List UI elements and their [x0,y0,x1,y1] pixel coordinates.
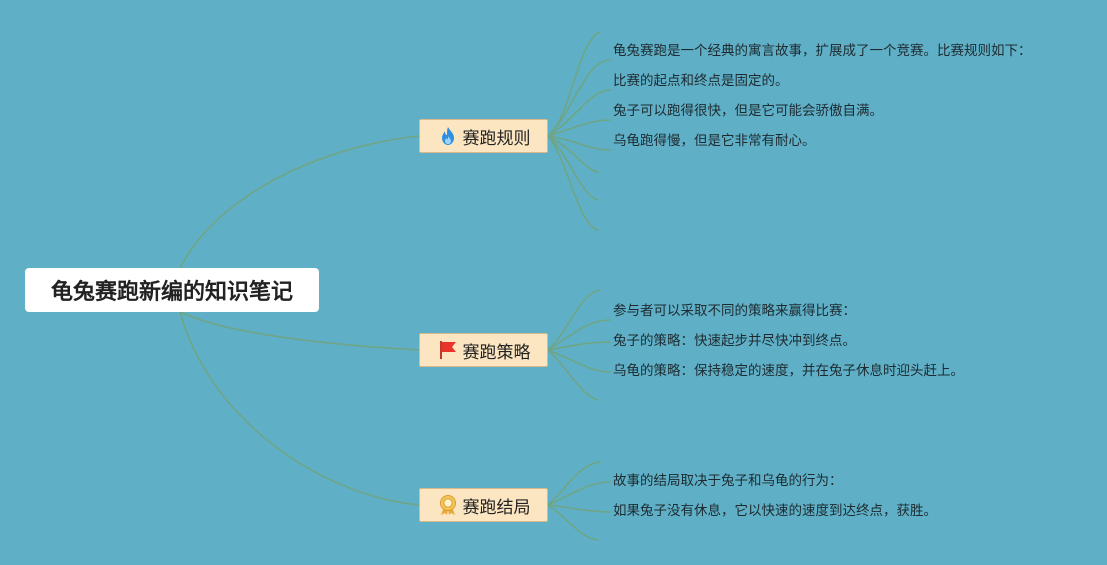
root-to-ending-connector [179,311,420,506]
rules-item-4[interactable]: 乌龟跑得慢，但是它非常有耐心。 [613,133,816,149]
branch-ending-label: 赛跑结局 [462,497,531,518]
branch-strategy-label: 赛跑策略 [462,342,531,363]
strategy-item-1[interactable]: 参与者可以采取不同的策略来赢得比赛： [613,303,856,319]
ending-fan-4 [547,504,599,541]
rules-fan-6 [547,135,599,173]
root-to-strategy-connector [179,311,420,351]
strategy-fan-1 [547,289,601,351]
root-topic-title: 龟兔赛跑新编的知识笔记 [50,280,293,305]
ending-fan-2 [547,481,611,506]
rules-item-1[interactable]: 龟兔赛跑是一个经典的寓言故事，扩展成了一个竞赛。比赛规则如下： [613,43,1032,59]
strategy-fan-2 [547,319,611,351]
root-topic[interactable]: 龟兔赛跑新编的知识笔记 [25,268,319,312]
strategy-item-3[interactable]: 乌龟的策略：保持稳定的速度，并在兔子休息时迎头赶上。 [613,363,964,379]
rules-fan-2 [547,59,611,137]
rules-fan-7 [547,135,599,201]
ending-fan-1 [547,461,601,506]
rules-item-2[interactable]: 比赛的起点和终点是固定的。 [613,73,789,89]
rules-fan-1 [547,31,601,137]
strategy-fan-5 [547,349,599,401]
strategy-fan-4 [547,349,611,373]
strategy-fan-3 [547,341,611,351]
rules-fan-3 [547,89,611,137]
flame-icon [437,125,459,147]
ending-item-2[interactable]: 如果兔子没有休息，它以快速的速度到达终点，获胜。 [613,503,937,519]
ending-fan-3 [547,504,611,513]
rules-fan-4 [547,119,611,137]
branch-rules-label: 赛跑规则 [462,128,531,149]
rules-fan-8 [547,135,599,231]
award-medal-icon [437,494,459,516]
rules-fan-5 [547,135,611,151]
branch-ending[interactable]: 赛跑结局 [419,488,548,522]
rules-item-3[interactable]: 兔子可以跑得很快，但是它可能会骄傲自满。 [613,103,883,119]
red-flag-icon [437,339,459,361]
ending-item-1[interactable]: 故事的结局取决于兔子和乌龟的行为： [613,473,843,489]
strategy-item-2[interactable]: 兔子的策略：快速起步并尽快冲到终点。 [613,333,856,349]
branch-rules[interactable]: 赛跑规则 [419,119,548,153]
branch-strategy[interactable]: 赛跑策略 [419,333,548,367]
root-to-rules-connector [179,135,420,269]
